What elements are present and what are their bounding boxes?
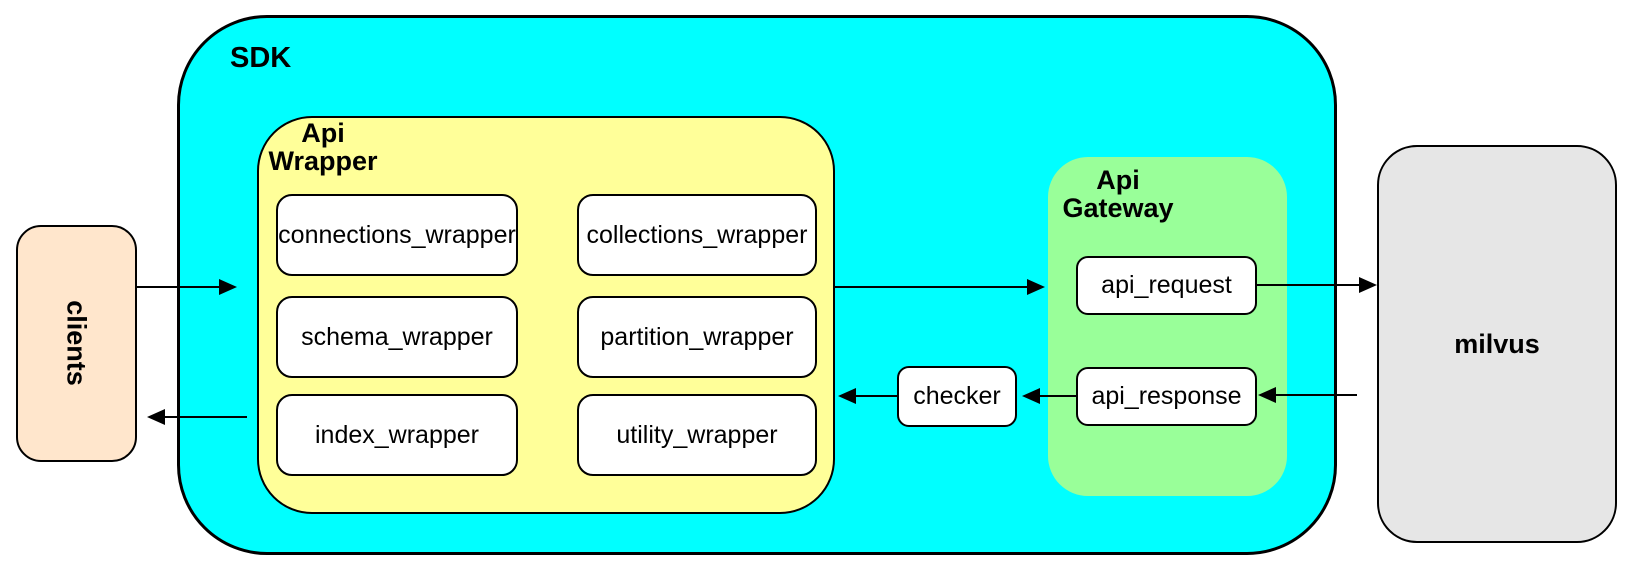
sdk-label: SDK — [230, 42, 292, 74]
node-collections-wrapper: collections_wrapper — [577, 194, 817, 276]
arrowhead-left-icon — [147, 409, 165, 425]
api-gateway-label-line1: Api — [1096, 165, 1140, 195]
node-partition-wrapper: partition_wrapper — [577, 296, 817, 378]
node-utility-wrapper: utility_wrapper — [577, 394, 817, 476]
node-utility-wrapper-label: utility_wrapper — [616, 420, 778, 449]
node-connections-wrapper: connections_wrapper — [276, 194, 518, 276]
node-collections-wrapper-label: collections_wrapper — [586, 220, 808, 249]
arrowhead-right-icon — [1359, 277, 1377, 293]
api-wrapper-label-line1: Api — [301, 118, 345, 148]
api-gateway-label-line2: Gateway — [1062, 193, 1174, 223]
node-api-request: api_request — [1076, 256, 1257, 315]
milvus-label: milvus — [1454, 328, 1540, 359]
arrowhead-left-icon — [1022, 388, 1040, 404]
milvus-node: milvus — [1377, 145, 1617, 543]
arrowhead-left-icon — [1258, 387, 1276, 403]
node-checker: checker — [897, 366, 1017, 427]
node-api-response-label: api_response — [1091, 382, 1242, 410]
api-wrapper-label: Api Wrapper — [257, 119, 389, 175]
node-api-request-label: api_request — [1101, 271, 1232, 299]
arrowhead-left-icon — [838, 388, 856, 404]
node-partition-wrapper-label: partition_wrapper — [600, 322, 794, 351]
node-schema-wrapper-label: schema_wrapper — [301, 322, 493, 351]
clients-node — [16, 225, 137, 462]
arrowhead-right-icon — [1027, 279, 1045, 295]
arrowhead-right-icon — [219, 279, 237, 295]
api-gateway-container — [1048, 157, 1287, 496]
node-schema-wrapper: schema_wrapper — [276, 296, 518, 378]
node-checker-label: checker — [913, 382, 1001, 410]
node-connections-wrapper-label: connections_wrapper — [278, 220, 516, 249]
node-index-wrapper-label: index_wrapper — [315, 420, 479, 449]
clients-label: clients — [61, 300, 92, 386]
api-wrapper-label-line2: Wrapper — [268, 146, 378, 176]
node-index-wrapper: index_wrapper — [276, 394, 518, 476]
node-api-response: api_response — [1076, 367, 1257, 426]
api-gateway-label: Api Gateway — [1048, 166, 1188, 222]
